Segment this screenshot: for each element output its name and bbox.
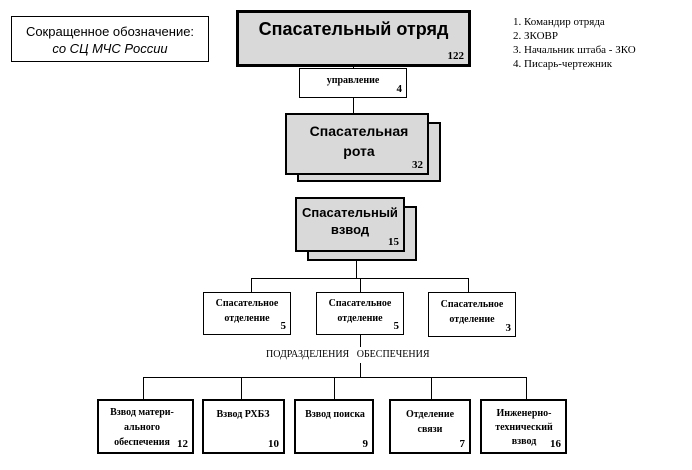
connector: [526, 377, 527, 399]
squad-box: Спасательное отделение 5: [316, 292, 404, 335]
company-count: 32: [412, 159, 423, 171]
platoon-title: Спасательный взвод: [302, 205, 398, 237]
connector: [360, 278, 361, 292]
root-unit-box: Спасательный отряд 122: [236, 10, 471, 67]
platoon-box: Спасательный взвод 15: [295, 197, 405, 252]
squad-title: Спасательное отделение: [440, 299, 504, 325]
support-unit-title: Взвод поиска: [305, 409, 365, 420]
squad-count: 5: [280, 320, 287, 332]
squad-box: Спасательное отделение 5: [203, 292, 291, 335]
platoon-count: 15: [388, 236, 399, 248]
abbreviation-label: Сокращенное обозначение:: [25, 24, 195, 39]
connector: [356, 261, 357, 278]
staff-item: 1. Командир отряда: [513, 16, 605, 28]
connector: [251, 278, 252, 292]
root-unit-title: Спасательный отряд: [258, 19, 449, 39]
management-count: 4: [396, 83, 403, 95]
connector: [360, 335, 361, 347]
support-unit-count: 12: [177, 438, 188, 450]
root-unit-count: 122: [447, 50, 465, 62]
squad-count: 3: [505, 322, 512, 334]
support-unit-box: Отделение связи 7: [389, 399, 471, 454]
management-box: управление 4: [299, 68, 407, 98]
connector: [143, 377, 527, 378]
abbreviation-value: со СЦ МЧС России: [52, 41, 168, 56]
support-label: ПОДРАЗДЕЛЕНИЯ ОБЕСПЕЧЕНИЯ: [264, 349, 432, 360]
staff-item: 4. Писарь-чертежник: [513, 58, 613, 70]
squad-title: Спасательное отделение: [328, 298, 392, 324]
support-unit-box: Взвод матери-ального обеспечения 12: [97, 399, 194, 454]
management-title: управление: [326, 75, 380, 86]
staff-item: 3. Начальник штаба - ЗКО: [513, 44, 636, 56]
squad-count: 5: [393, 320, 400, 332]
squad-title: Спасательное отделение: [215, 298, 279, 324]
abbreviation-box: Сокращенное обозначение: со СЦ МЧС Росси…: [11, 16, 209, 62]
support-unit-count: 16: [550, 438, 561, 450]
support-unit-count: 10: [268, 438, 279, 450]
company-box: Спасательная рота 32: [285, 113, 429, 175]
support-unit-title: Взвод матери-ального обеспечения: [110, 407, 174, 448]
connector: [468, 278, 469, 292]
connector: [360, 363, 361, 377]
connector: [334, 377, 335, 399]
staff-item: 2. ЗКОВР: [513, 30, 558, 42]
support-unit-box: Взвод поиска 9: [294, 399, 374, 454]
connector: [353, 98, 354, 113]
support-unit-box: Инженерно-технический взвод 16: [480, 399, 567, 454]
connector: [251, 278, 468, 279]
support-unit-title: Инженерно-технический взвод: [495, 408, 553, 447]
connector: [431, 377, 432, 399]
support-unit-count: 7: [459, 438, 466, 450]
connector: [241, 377, 242, 399]
support-unit-count: 9: [362, 438, 369, 450]
support-unit-title: Взвод РХБЗ: [216, 409, 270, 420]
squad-box: Спасательное отделение 3: [428, 292, 516, 337]
connector: [143, 377, 144, 399]
support-unit-title: Отделение связи: [405, 409, 455, 435]
support-unit-box: Взвод РХБЗ 10: [202, 399, 285, 454]
company-title: Спасательная рота: [309, 123, 409, 159]
staff-list: 1. Командир отряда 2. ЗКОВР 3. Начальник…: [513, 15, 683, 71]
